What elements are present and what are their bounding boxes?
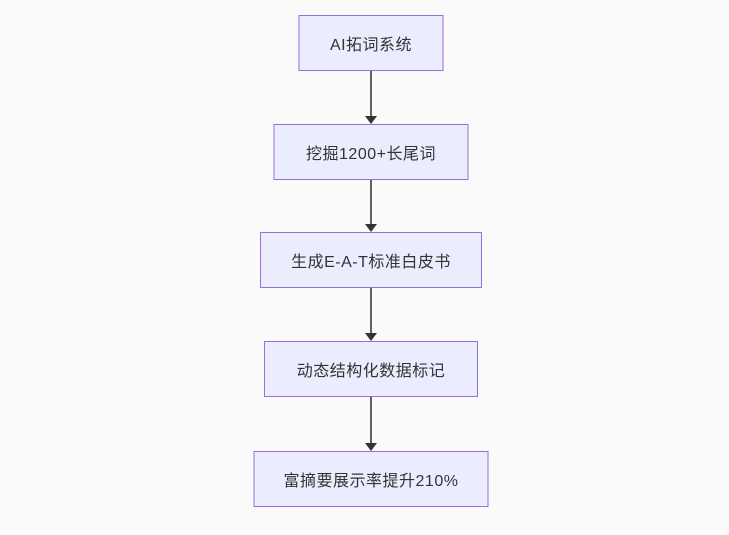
flow-node-rich-snippet-result: 富摘要展示率提升210% — [253, 451, 489, 507]
flow-node-eat-whitepaper: 生成E-A-T标准白皮书 — [260, 232, 482, 288]
flow-node-label: 生成E-A-T标准白皮书 — [291, 254, 451, 271]
arrow-line — [370, 288, 372, 334]
arrowhead-icon — [365, 116, 377, 124]
arrowhead-icon — [365, 333, 377, 341]
arrowhead-icon — [365, 443, 377, 451]
arrow-line — [370, 71, 372, 117]
flow-node-label: AI拓词系统 — [329, 37, 413, 54]
flow-node-ai-word-system: AI拓词系统 — [298, 15, 444, 71]
flow-node-longtail-mining: 挖掘1200+长尾词 — [273, 124, 469, 180]
flow-node-label: 富摘要展示率提升210% — [283, 473, 459, 490]
arrow-line — [370, 180, 372, 225]
flow-node-structured-data: 动态结构化数据标记 — [264, 341, 478, 397]
arrow-line — [370, 397, 372, 444]
arrowhead-icon — [365, 224, 377, 232]
flow-node-label: 动态结构化数据标记 — [296, 363, 446, 380]
flow-node-label: 挖掘1200+长尾词 — [306, 146, 436, 163]
